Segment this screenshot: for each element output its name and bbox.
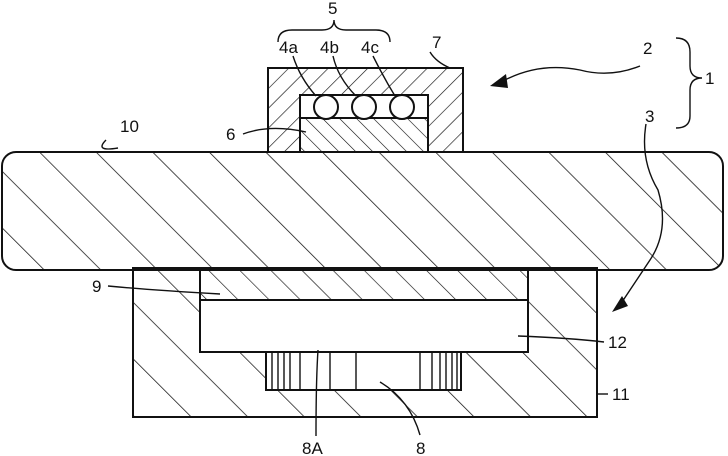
ball-4a	[314, 95, 338, 119]
label-1: 1	[705, 69, 714, 88]
arrow-2-head	[490, 74, 508, 88]
plate-10	[2, 152, 723, 270]
layer-9	[200, 270, 528, 300]
label-4c: 4c	[361, 38, 379, 57]
label-2: 2	[643, 39, 652, 58]
label-4b: 4b	[320, 38, 339, 57]
ball-holder	[300, 95, 428, 119]
ball-4c	[390, 95, 414, 119]
label-9: 9	[92, 277, 101, 296]
label-3: 3	[645, 107, 654, 126]
label-4a: 4a	[279, 38, 298, 57]
base-6	[300, 118, 428, 152]
part-8	[266, 352, 461, 390]
label-10: 10	[120, 117, 139, 136]
ball-4b	[352, 95, 376, 119]
cavity-12	[200, 300, 528, 352]
label-6: 6	[226, 125, 235, 144]
label-8: 8	[416, 439, 425, 456]
arrow-3-head	[612, 296, 628, 312]
bracket-1	[676, 38, 702, 128]
label-7: 7	[432, 33, 441, 52]
label-11: 11	[612, 385, 630, 404]
label-8A: 8A	[302, 439, 323, 456]
label-5: 5	[328, 0, 337, 18]
label-12: 12	[608, 333, 627, 352]
